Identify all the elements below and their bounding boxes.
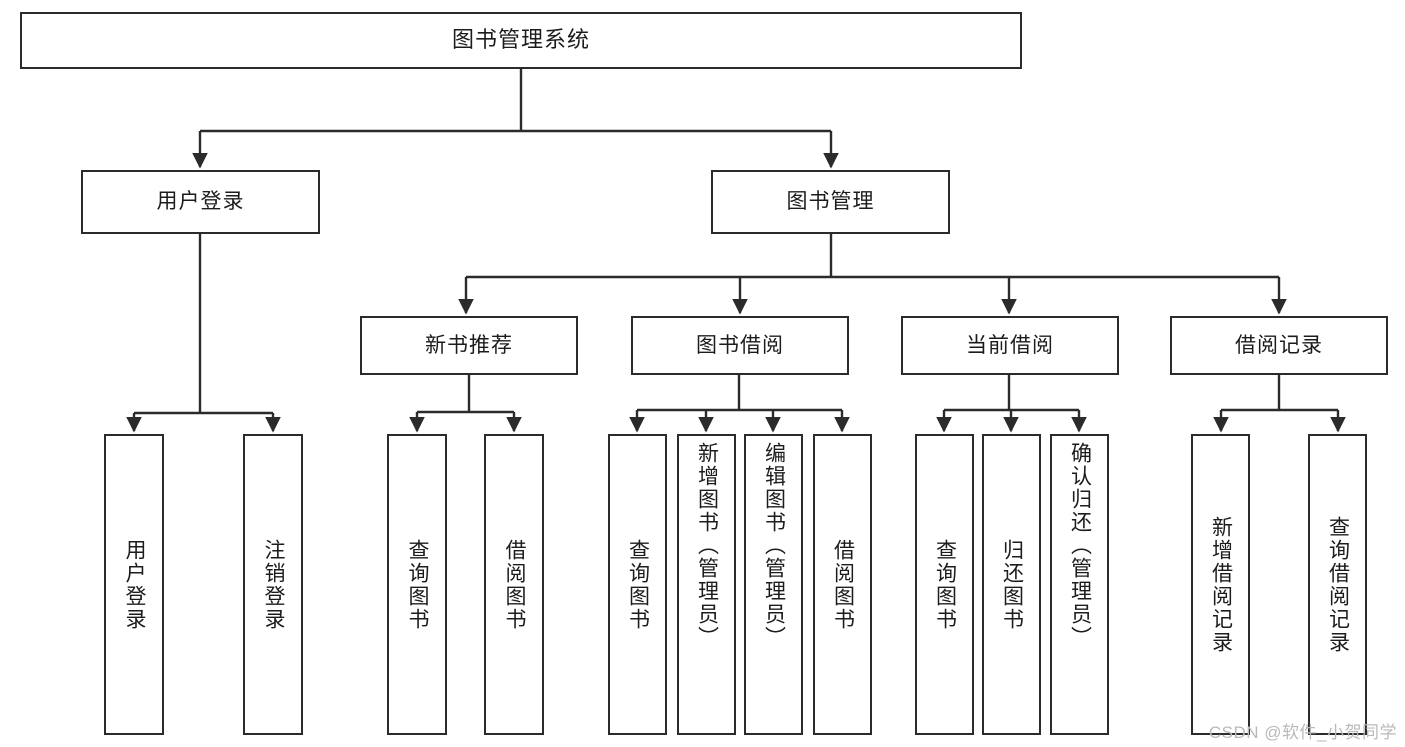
- node-label: 新增图书（管理员）: [695, 442, 719, 649]
- node-label: 新增借阅记录: [1209, 515, 1233, 654]
- leaf-user-login-login[interactable]: 用户登录: [104, 434, 164, 735]
- node-current-borrow[interactable]: 当前借阅: [901, 316, 1119, 375]
- node-label: 查询图书: [626, 538, 650, 631]
- leaf-new-book-query-book[interactable]: 查询图书: [387, 434, 447, 735]
- node-label: 查询图书: [406, 538, 430, 631]
- node-label: 新书推荐: [425, 333, 513, 357]
- csdn-watermark: CSDN @软件_小贺同学: [1208, 723, 1397, 742]
- node-label: 用户登录: [123, 538, 147, 631]
- leaf-book-borrow-add-book[interactable]: 新增图书（管理员）: [677, 434, 736, 735]
- leaf-borrow-record-query-record[interactable]: 查询借阅记录: [1308, 434, 1367, 735]
- node-label: 借阅记录: [1235, 333, 1323, 357]
- node-label: 用户登录: [156, 190, 245, 214]
- node-label: 图书借阅: [696, 333, 784, 357]
- leaf-user-login-logout[interactable]: 注销登录: [243, 434, 303, 735]
- node-book-borrow[interactable]: 图书借阅: [631, 316, 849, 375]
- leaf-book-borrow-query-book[interactable]: 查询图书: [608, 434, 667, 735]
- node-label: 借阅图书: [831, 538, 855, 631]
- node-label: 图书管理系统: [451, 27, 590, 53]
- node-label: 归还图书: [1000, 538, 1024, 631]
- node-book-management[interactable]: 图书管理: [711, 170, 950, 234]
- node-user-login[interactable]: 用户登录: [81, 170, 320, 234]
- node-label: 注销登录: [262, 538, 286, 631]
- node-label: 确认归还（管理员）: [1068, 442, 1092, 649]
- leaf-new-book-borrow-book[interactable]: 借阅图书: [484, 434, 544, 735]
- leaf-book-borrow-edit-book[interactable]: 编辑图书（管理员）: [744, 434, 803, 735]
- node-label: 当前借阅: [966, 333, 1054, 357]
- node-label: 编辑图书（管理员）: [762, 442, 786, 649]
- node-label: 借阅图书: [503, 538, 527, 631]
- node-label: 图书管理: [786, 190, 875, 214]
- node-borrow-record[interactable]: 借阅记录: [1170, 316, 1388, 375]
- node-label: 查询借阅记录: [1326, 515, 1350, 654]
- node-root-system[interactable]: 图书管理系统: [20, 12, 1022, 69]
- leaf-current-borrow-query-book[interactable]: 查询图书: [915, 434, 974, 735]
- leaf-borrow-record-add-record[interactable]: 新增借阅记录: [1191, 434, 1250, 735]
- node-new-book-recommend[interactable]: 新书推荐: [360, 316, 578, 375]
- leaf-current-borrow-confirm-return[interactable]: 确认归还（管理员）: [1050, 434, 1109, 735]
- leaf-book-borrow-borrow-book[interactable]: 借阅图书: [813, 434, 872, 735]
- node-label: 查询图书: [933, 538, 957, 631]
- leaf-current-borrow-return-book[interactable]: 归还图书: [982, 434, 1041, 735]
